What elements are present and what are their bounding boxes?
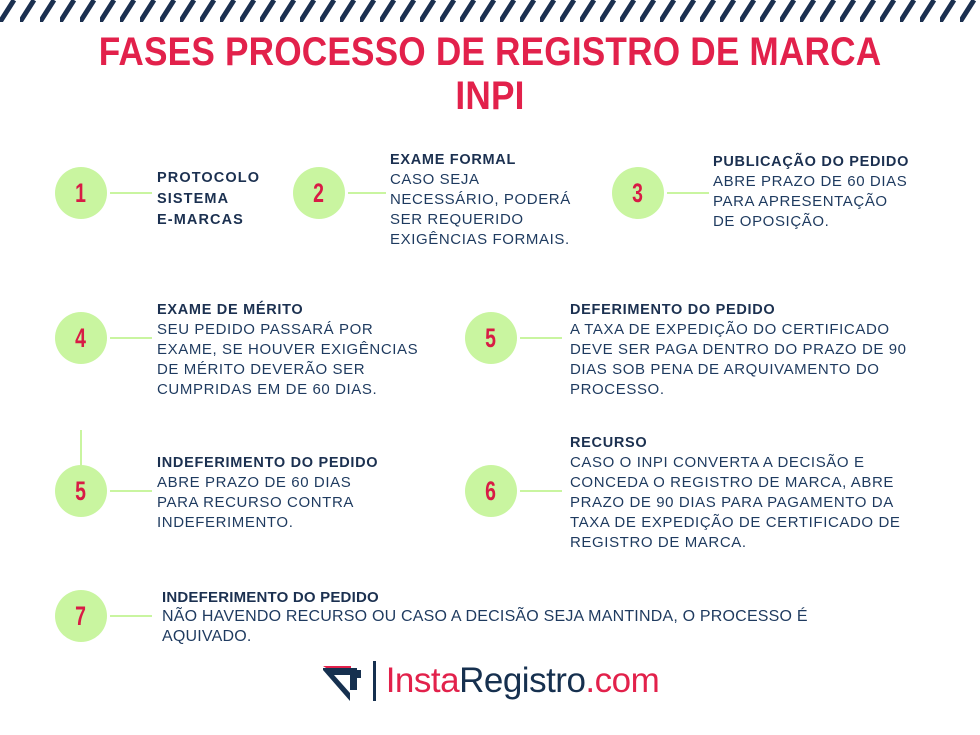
step-2-bullet[interactable]: 2: [293, 167, 345, 219]
step-6-connector: [520, 490, 562, 492]
step-6-heading: RECURSO: [570, 435, 648, 451]
step-3-body: ABRE PRAZO DE 60 DIAS PARA APRESENTAÇÃO …: [713, 173, 908, 230]
step-1-number: 1: [75, 177, 87, 208]
logo-insta-text: Insta: [385, 661, 460, 700]
step-4-number: 4: [75, 322, 87, 353]
step-4-connector: [110, 337, 152, 339]
step-6-number: 6: [485, 475, 497, 506]
step-5-deferimento-heading: DEFERIMENTO DO PEDIDO: [570, 302, 776, 318]
step-4-bullet[interactable]: 4: [55, 312, 107, 364]
step-5-deferimento-connector: [520, 337, 562, 339]
step-5-deferimento-bullet[interactable]: 5: [465, 312, 517, 364]
step-5-indeferimento-body: ABRE PRAZO DE 60 DIAS PARA RECURSO CONTR…: [157, 474, 354, 531]
title-line-2: INPI: [455, 74, 525, 118]
step-5-deferimento-body: A TAXA DE EXPEDIÇÃO DO CERTIFICADO DEVE …: [570, 321, 907, 398]
logo-com-text: .com: [585, 661, 660, 700]
logo-divider: [372, 661, 376, 701]
step-2-body: CASO SEJA NECESSÁRIO, PODERÁ SER REQUERI…: [390, 171, 571, 248]
step-3-bullet[interactable]: 3: [612, 167, 664, 219]
title-line-1: FASES PROCESSO DE REGISTRO DE MARCA: [98, 30, 882, 74]
step-4-body: SEU PEDIDO PASSARÁ POR EXAME, SE HOUVER …: [157, 321, 419, 398]
step-7-connector: [110, 615, 152, 617]
step-7-heading: INDEFERIMENTO DO PEDIDO: [162, 589, 379, 606]
step-5-indeferimento-vertical-connector: [80, 430, 82, 475]
step-5-deferimento-number: 5: [485, 322, 497, 353]
step-5-indeferimento-bullet[interactable]: 5: [55, 465, 107, 517]
step-6-body: CASO O INPI CONVERTA A DECISÃO E CONCEDA…: [570, 454, 901, 551]
step-7-number: 7: [75, 600, 87, 631]
step-4-heading: EXAME DE MÉRITO: [157, 302, 304, 318]
step-5-indeferimento-heading: INDEFERIMENTO DO PEDIDO: [157, 455, 379, 471]
step-6-text: RECURSO CASO O INPI CONVERTA A DECISÃO E…: [570, 433, 970, 553]
instaregistro-logo-icon: [322, 666, 361, 701]
step-1-text: PROTOCOLO SISTEMA E-MARCAS: [157, 168, 307, 231]
step-3-heading: PUBLICAÇÃO DO PEDIDO: [713, 154, 910, 170]
page-title: FASES PROCESSO DE REGISTRO DE MARCA INPI: [0, 30, 980, 118]
step-1-connector: [110, 192, 152, 194]
step-5-indeferimento-connector: [110, 490, 152, 492]
diagonal-stripe-band: [0, 0, 980, 22]
step-5-indeferimento-number: 5: [75, 475, 87, 506]
step-3-connector: [667, 192, 709, 194]
step-2-connector: [348, 192, 386, 194]
step-6-bullet[interactable]: 6: [465, 465, 517, 517]
step-5-deferimento-text: DEFERIMENTO DO PEDIDO A TAXA DE EXPEDIÇÃ…: [570, 300, 970, 400]
step-2-text: EXAME FORMAL CASO SEJA NECESSÁRIO, PODER…: [390, 150, 605, 250]
step-1-heading: PROTOCOLO SISTEMA E-MARCAS: [157, 170, 261, 228]
step-2-number: 2: [313, 177, 325, 208]
logo-registro-text: Registro: [459, 661, 586, 700]
step-7-text: INDEFERIMENTO DO PEDIDO NÃO HAVENDO RECU…: [162, 588, 962, 647]
step-5-indeferimento-text: INDEFERIMENTO DO PEDIDO ABRE PRAZO DE 60…: [157, 453, 422, 533]
step-1-bullet[interactable]: 1: [55, 167, 107, 219]
brand-logo[interactable]: InstaRegistro.com: [0, 660, 980, 702]
step-3-text: PUBLICAÇÃO DO PEDIDO ABRE PRAZO DE 60 DI…: [713, 152, 973, 232]
step-4-text: EXAME DE MÉRITO SEU PEDIDO PASSARÁ POR E…: [157, 300, 462, 400]
step-7-bullet[interactable]: 7: [55, 590, 107, 642]
logo-wordmark: InstaRegistro.com: [386, 662, 660, 700]
step-2-heading: EXAME FORMAL: [390, 152, 517, 168]
step-7-body: NÃO HAVENDO RECURSO OU CASO A DECISÃO SE…: [162, 608, 808, 645]
step-3-number: 3: [632, 177, 644, 208]
